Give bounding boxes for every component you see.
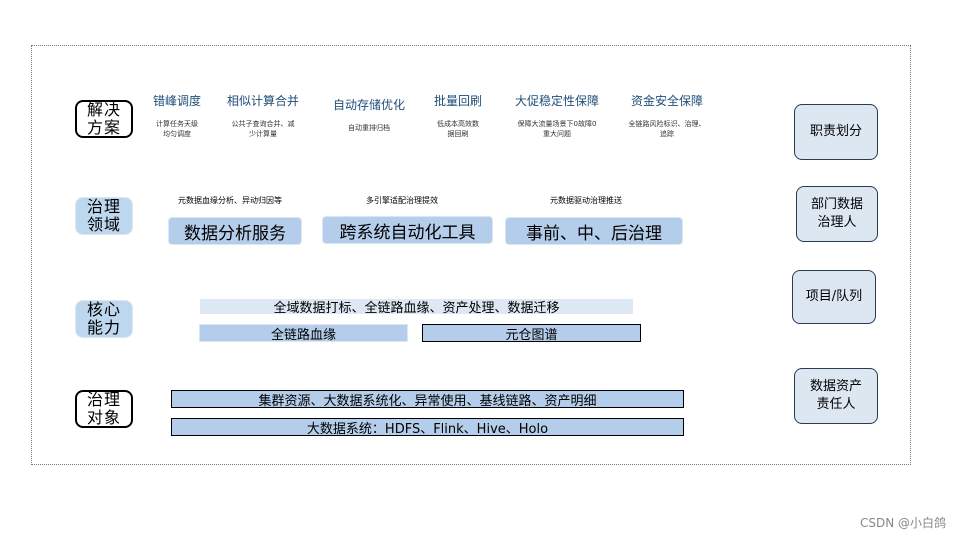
- domain-note: 元数据血缘分析、异动归因等: [178, 196, 282, 205]
- watermark: CSDN @小白鸽: [859, 516, 946, 530]
- row-label-solution: 解决方案: [75, 100, 133, 138]
- diagram-frame: [31, 45, 911, 465]
- domain-box: 跨系统自动化工具: [322, 216, 493, 244]
- role-dept-owner: 部门数据治理人: [796, 186, 878, 242]
- object-bar-resources: 集群资源、大数据系统化、异常使用、基线链路、资产明细: [171, 390, 684, 409]
- role-asset-owner: 数据资产责任人: [794, 368, 878, 424]
- role-project-queue: 项目/队列: [792, 270, 876, 324]
- solution-item: 批量回刷 低成本高效数据回刷: [433, 94, 482, 138]
- domain-box: 事前、中、后治理: [505, 217, 683, 245]
- solution-item: 自动存储优化 自动重排归档: [332, 98, 405, 132]
- solution-item: 相似计算合并 公共子查询合并、减少计算量: [226, 94, 299, 138]
- domain-box: 数据分析服务: [168, 217, 302, 245]
- capability-bar-top: 全域数据打标、全链路血缘、资产处理、数据迁移: [200, 299, 633, 316]
- solution-item: 资金安全保障 全链路风险标识、治理、追踪: [628, 94, 706, 138]
- object-bar-systems: 大数据系统：HDFS、Flink、Hive、Holo: [171, 418, 684, 437]
- row-label-domain: 治理领域: [75, 197, 133, 235]
- domain-note: 元数据驱动治理推送: [550, 196, 622, 205]
- role-responsibility: 职责划分: [794, 104, 878, 160]
- domain-note: 多引擎适配治理提效: [366, 196, 438, 205]
- capability-bar-lineage: 全链路血缘: [199, 324, 408, 343]
- capability-bar-graph: 元仓图谱: [422, 324, 641, 343]
- row-label-object: 治理对象: [75, 390, 133, 428]
- row-label-capability: 核心能力: [75, 300, 133, 338]
- solution-item: 错峰调度 计算任务天级均匀调度: [152, 94, 201, 138]
